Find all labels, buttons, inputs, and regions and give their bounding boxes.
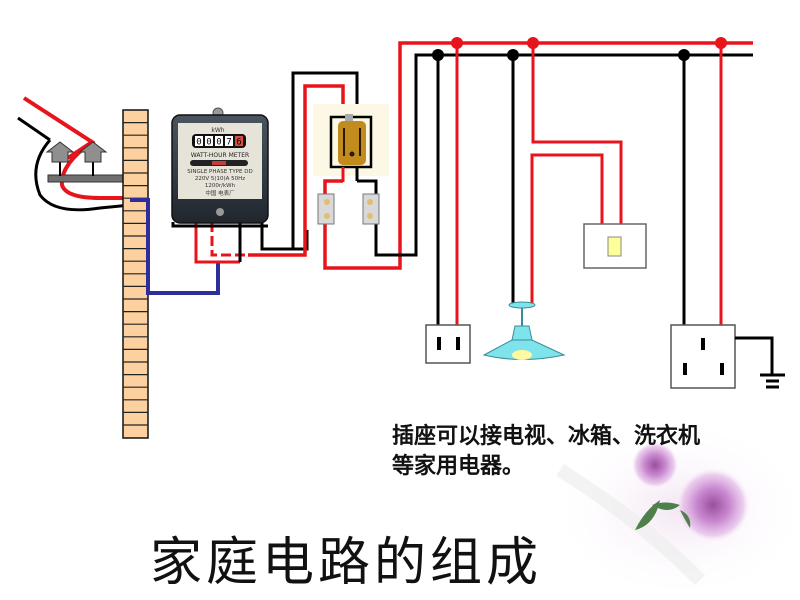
wall-switch (583, 223, 647, 269)
meter-digit-box (205, 136, 213, 146)
rose-decoration (550, 420, 800, 600)
insulator-bracket (47, 174, 125, 183)
service-entrance (17, 96, 131, 212)
three-hole-socket (670, 324, 736, 389)
meter-spec-1: SINGLE PHASE TYPE DD (187, 169, 252, 175)
meter-digit-box (215, 136, 223, 146)
caption-line-1: 插座可以接电视、冰箱、洗衣机 (392, 424, 701, 449)
caption: 插座可以接电视、冰箱、洗衣机 等家用电器。 (392, 422, 792, 482)
meter-digit: 6 (236, 138, 241, 148)
brick-wall (122, 109, 149, 439)
ground-icon (735, 336, 785, 389)
two-hole-socket (425, 324, 471, 364)
neutral-entry-wire (130, 198, 220, 295)
insulator-right (78, 141, 108, 176)
branch-socket-1 (432, 37, 463, 325)
meter-spec-2: 220V 5(10)A 50Hz (195, 176, 245, 182)
neutral-bus (414, 53, 753, 57)
branch-socket-2 (678, 37, 727, 325)
meter-maker: 中国 电表厂 (205, 189, 235, 197)
meter-unit: kWh (211, 127, 224, 134)
meter-digit-box (235, 136, 243, 146)
main-switch (313, 104, 389, 182)
insulator-left (45, 141, 75, 176)
meter-digit: 0 (196, 138, 201, 148)
branch-lamp (507, 37, 623, 305)
fuse-right (362, 193, 380, 225)
meter-digit-box (225, 136, 233, 146)
meter-digit: 0 (206, 138, 211, 148)
live-bus (398, 41, 753, 48)
caption-line-2: 等家用电器。 (392, 454, 525, 479)
ceiling-lamp (482, 301, 566, 360)
fuse-left (317, 193, 335, 225)
meter-digit: 0 (216, 138, 221, 148)
meter-name: WATT-HOUR METER (191, 152, 249, 159)
meter-digit-box (195, 136, 203, 146)
meter-spec-3: 1200r/kWh (205, 183, 236, 189)
meter-wiring (171, 71, 359, 264)
page-title: 家庭电路的组成 (150, 533, 543, 593)
meter-digit: 7 (226, 138, 231, 148)
fuses-wiring (323, 48, 418, 270)
